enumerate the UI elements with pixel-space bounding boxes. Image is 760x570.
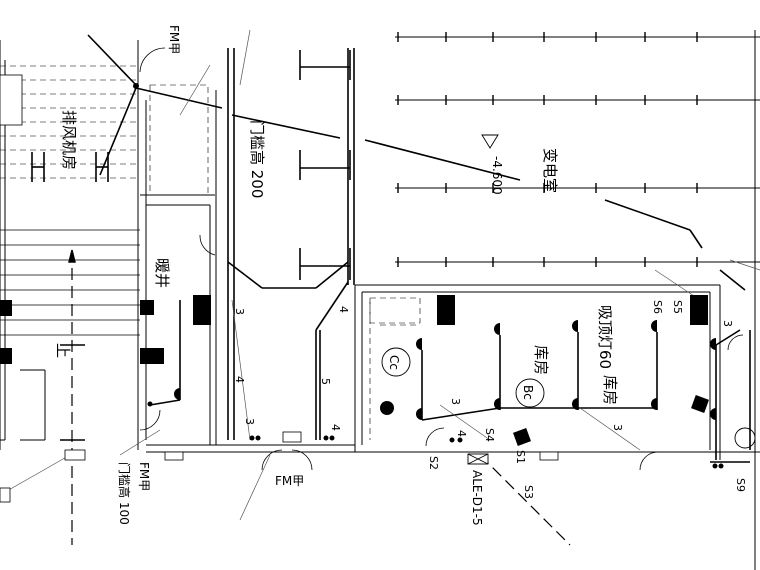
- switch-label: S6: [651, 300, 664, 314]
- sill-height-200-label: 门槛高 200: [248, 120, 266, 198]
- ale-panel-label: ALE-D1-5: [470, 470, 484, 526]
- ceiling-light-fixtures: [174, 320, 716, 420]
- stair-hatch: [0, 229, 140, 336]
- light-fixture: [572, 320, 578, 332]
- light-fixture: [710, 408, 716, 420]
- exhaust-fan-room-label: 排风机房: [60, 110, 78, 170]
- cc-label: Cc: [387, 355, 401, 370]
- labels: FM甲 排风机房 门槛高 200 -4.600 变电室 暖井 吸顶灯60 库房 …: [54, 25, 619, 526]
- axis-markers: [60, 249, 85, 441]
- suction-light-label: 吸顶灯60: [596, 305, 614, 369]
- walls: [0, 40, 760, 460]
- door-swings: [139, 47, 744, 471]
- grid-tick-marks: [397, 32, 698, 267]
- storage-room-label-2: 库房: [601, 375, 619, 405]
- fixture-dot: [380, 401, 394, 415]
- switch-label: S2: [427, 456, 440, 470]
- switch-labels: S1 S2 S3 S4 S5 S6 S9: [427, 300, 747, 499]
- substation-grid-lines: [395, 30, 760, 570]
- up-arrow-label: 上: [54, 343, 72, 358]
- axis-lines: [71, 250, 571, 546]
- light-fixture: [651, 320, 657, 332]
- light-fixture: [416, 408, 422, 420]
- elevation-label: -4.600: [490, 156, 504, 195]
- bc-label: Bc: [521, 385, 535, 400]
- bc-symbol: [515, 378, 545, 408]
- storage-room-label-1: 库房: [532, 345, 550, 375]
- switch-label: S1: [514, 450, 527, 464]
- switch-label: S4: [483, 428, 496, 442]
- distribution-box: [140, 300, 154, 315]
- circle-symbols: [381, 347, 756, 449]
- panel-ale: [467, 453, 489, 465]
- switch-label: S5: [671, 300, 684, 314]
- elevation-marker: [481, 134, 499, 149]
- switch-label: S3: [522, 485, 535, 499]
- light-fixture: [710, 338, 716, 350]
- cable-tray-symbols: [31, 48, 355, 440]
- switch-label: S9: [734, 478, 747, 492]
- fm-jia-mid-label: FM甲: [275, 474, 304, 488]
- circuit-number: 4: [329, 424, 342, 431]
- circuit-number: 3: [243, 418, 256, 425]
- circuit-number: 4: [455, 430, 468, 437]
- switch-box: [691, 395, 709, 413]
- light-fixture: [494, 323, 500, 335]
- circuit-number: 5: [319, 378, 332, 385]
- fm-jia-top-label: FM甲: [167, 25, 181, 54]
- heating-shaft-label: 暖井: [153, 258, 171, 288]
- distribution-box: [193, 295, 211, 325]
- distribution-boxes: [0, 295, 709, 446]
- substation-label: 变电室: [541, 148, 559, 193]
- circuit-number: 4: [337, 306, 350, 313]
- sill-height-100-label: 门槛高 100: [117, 462, 132, 525]
- junction-dots: [133, 83, 724, 469]
- distribution-box: [140, 348, 164, 364]
- circuit-number: 3: [449, 398, 462, 405]
- wiring: [87, 34, 751, 463]
- light-fixture: [494, 398, 500, 410]
- fm-jia-bottom-label: FM甲: [137, 462, 151, 491]
- light-fixture: [416, 338, 422, 350]
- circuit-number: 3: [721, 320, 734, 327]
- small-boxes: [0, 74, 559, 503]
- light-fixture: [174, 388, 180, 400]
- circuit-numbers: 3 4 4 5 3 4 3 4 3 3: [233, 306, 734, 437]
- distribution-box: [0, 300, 12, 316]
- light-fixture: [651, 398, 657, 410]
- circuit-number: 4: [233, 376, 246, 383]
- circuit-number: 3: [611, 424, 624, 431]
- distribution-box: [437, 295, 455, 325]
- distribution-box: [690, 295, 708, 325]
- exhaust-fan-room-hatch: [0, 65, 140, 179]
- circuit-number: 3: [233, 308, 246, 315]
- cc-symbol: [381, 347, 411, 377]
- distribution-box: [0, 348, 12, 364]
- dashed-outlines: [149, 84, 421, 440]
- switch-box: [513, 428, 531, 446]
- light-fixture: [572, 398, 578, 410]
